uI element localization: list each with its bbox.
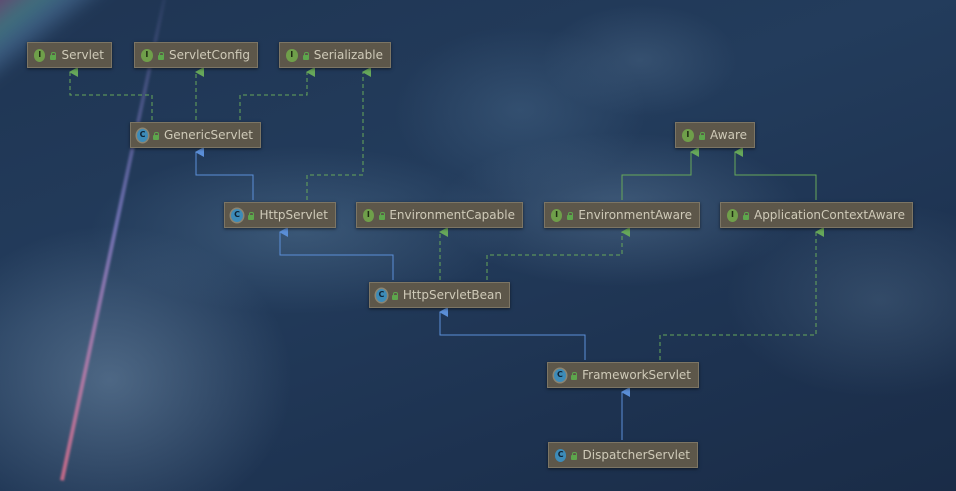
node-applicationcontextaware[interactable]: I ApplicationContextAware [720, 202, 913, 228]
public-visibility-icon [391, 291, 398, 300]
public-visibility-icon [570, 451, 578, 460]
node-label: FrameworkServlet [582, 368, 691, 382]
node-frameworkservlet[interactable]: C FrameworkServlet [547, 362, 699, 388]
public-visibility-icon [49, 51, 57, 60]
node-label: ServletConfig [169, 48, 250, 62]
edge-genericservlet-serializable [239, 67, 315, 120]
interface-icon: I [363, 208, 374, 222]
public-visibility-icon [742, 211, 749, 220]
public-visibility-icon [378, 211, 385, 220]
abstract-class-icon: C [554, 368, 566, 382]
node-servlet[interactable]: I Servlet [27, 42, 112, 68]
interface-icon: I [682, 128, 694, 142]
edge-httpservletbean-environmentaware [486, 227, 630, 280]
public-visibility-icon [157, 51, 165, 60]
edge-httpservlet-serializable [306, 67, 371, 200]
interface-icon: I [34, 48, 46, 62]
edge-httpservlet-genericservlet [195, 147, 254, 200]
node-label: Aware [710, 128, 747, 142]
node-label: HttpServletBean [402, 288, 502, 302]
node-servletconfig[interactable]: I ServletConfig [134, 42, 258, 68]
public-visibility-icon [152, 131, 159, 140]
public-visibility-icon [570, 371, 578, 380]
interface-icon: I [727, 208, 739, 222]
node-aware[interactable]: I Aware [675, 122, 755, 148]
node-dispatcherservlet[interactable]: C DispatcherServlet [548, 442, 698, 468]
interface-icon: I [141, 48, 153, 62]
node-label: GenericServlet [164, 128, 253, 142]
edge-genericservlet-servlet [69, 67, 153, 120]
node-label: EnvironmentAware [578, 208, 692, 222]
class-icon: C [555, 448, 567, 462]
edge-frameworkservlet-applicationcontextaware [659, 227, 824, 360]
node-label: Servlet [61, 48, 104, 62]
interface-icon: I [286, 48, 298, 62]
node-environmentcapable[interactable]: I EnvironmentCapable [356, 202, 523, 228]
edge-frameworkservlet-httpservletbean [439, 307, 586, 360]
node-httpservletbean[interactable]: C HttpServletBean [369, 282, 510, 308]
node-genericservlet[interactable]: C GenericServlet [130, 122, 261, 148]
edge-environmentaware-aware [621, 147, 699, 200]
node-label: Serializable [313, 48, 383, 62]
public-visibility-icon [566, 211, 574, 220]
node-label: ApplicationContextAware [753, 208, 905, 222]
interface-icon: I [551, 208, 563, 222]
node-label: EnvironmentCapable [389, 208, 515, 222]
edge-httpservletbean-httpservlet [279, 227, 394, 280]
node-label: DispatcherServlet [582, 448, 690, 462]
public-visibility-icon [698, 131, 706, 140]
node-serializable[interactable]: I Serializable [279, 42, 391, 68]
public-visibility-icon [247, 211, 255, 220]
abstract-class-icon: C [137, 128, 149, 142]
public-visibility-icon [302, 51, 309, 60]
node-label: HttpServlet [259, 208, 328, 222]
node-environmentaware[interactable]: I EnvironmentAware [544, 202, 700, 228]
node-httpservlet[interactable]: C HttpServlet [224, 202, 336, 228]
edge-applicationcontextaware-aware [734, 147, 817, 200]
abstract-class-icon: C [231, 208, 244, 222]
abstract-class-icon: C [376, 288, 387, 302]
